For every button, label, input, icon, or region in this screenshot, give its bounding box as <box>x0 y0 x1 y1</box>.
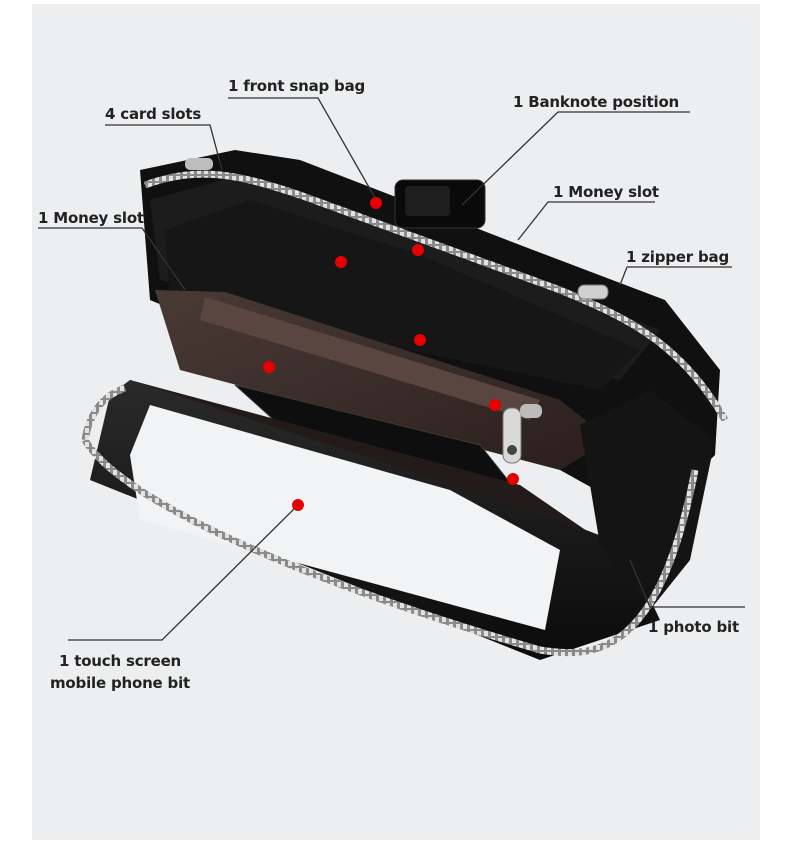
marker-touch-screen <box>292 499 304 511</box>
zipper-pull-icon <box>502 404 542 464</box>
label-front-snap-bag: 1 front snap bag <box>228 77 366 95</box>
label-money-slot-right: 1 Money slot <box>553 183 659 201</box>
label-banknote-position: 1 Banknote position <box>513 93 680 111</box>
label-touch-screen-line1: 1 touch screen <box>58 652 182 670</box>
label-zipper-bag: 1 zipper bag <box>626 248 729 266</box>
marker-banknote-position <box>412 244 424 256</box>
label-card-slots: 4 card slots <box>105 105 202 123</box>
marker-money-slot-right <box>489 399 501 411</box>
marker-zipper-bag <box>414 334 426 346</box>
zipper-track-bottom <box>81 384 699 657</box>
leader-lines <box>38 97 745 641</box>
marker-dots <box>263 197 519 511</box>
touch-screen-window <box>130 405 560 630</box>
label-touch-screen-line2: mobile phone bit <box>50 674 190 692</box>
right-gusset <box>580 390 715 610</box>
marker-front-snap-bag <box>370 197 382 209</box>
label-money-slot-left: 1 Money slot <box>38 209 144 227</box>
marker-money-slot-left <box>263 361 275 373</box>
zipper-track-top <box>143 170 729 422</box>
label-photo-bit: 1 photo bit <box>648 618 739 636</box>
label-touch-screen: 1 touch screen mobile phone bit <box>44 650 196 694</box>
marker-photo-bit <box>507 473 519 485</box>
marker-card-slots <box>335 256 347 268</box>
